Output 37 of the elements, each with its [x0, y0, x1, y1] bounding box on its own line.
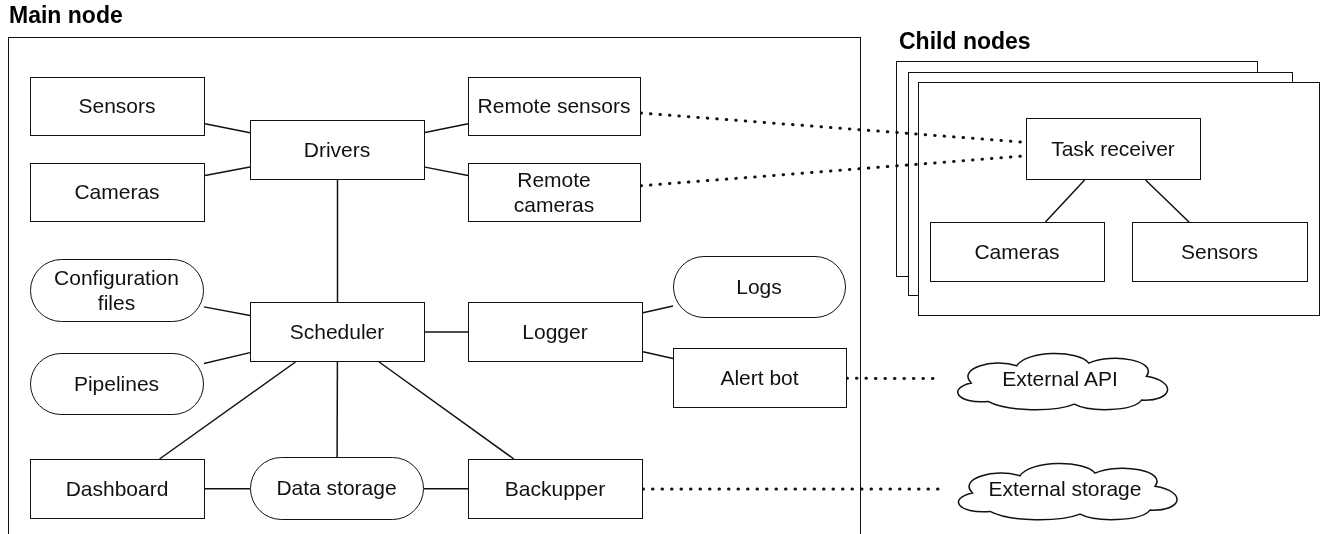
group-heading: Main node	[9, 2, 123, 29]
connector-line	[204, 123, 251, 134]
connector-line	[423, 487, 469, 490]
process-box: Cameras	[29, 162, 205, 222]
connector-line	[336, 361, 339, 458]
connector-line	[424, 166, 469, 177]
process-box: Scheduler	[249, 301, 425, 362]
connector-line	[1144, 179, 1190, 223]
connector-line	[204, 166, 251, 177]
dotted-connector	[641, 487, 942, 491]
process-box: Dashboard	[29, 458, 205, 519]
connector-line	[1044, 179, 1086, 223]
process-box: Sensors	[29, 76, 205, 136]
connector-line	[424, 331, 469, 333]
connector-line	[203, 351, 251, 365]
connector-line	[336, 179, 339, 303]
process-box: Remote cameras	[467, 162, 641, 222]
process-box: Backupper	[467, 458, 643, 519]
process-box: Task receiver	[1025, 117, 1201, 180]
process-box: Cameras	[929, 221, 1105, 282]
process-box: Sensors	[1131, 221, 1308, 282]
connector-line	[642, 305, 674, 314]
connector-line	[642, 350, 674, 360]
process-box: Remote sensors	[467, 76, 641, 136]
rounded-box: Configuration files	[29, 258, 204, 322]
group-heading: Child nodes	[899, 28, 1031, 55]
rounded-box: Logs	[672, 255, 846, 318]
process-box: Alert bot	[672, 347, 847, 408]
process-box: Drivers	[249, 119, 425, 180]
process-box: Logger	[467, 301, 643, 362]
connector-line	[204, 487, 251, 490]
rounded-box: Pipelines	[29, 352, 204, 415]
rounded-box: Data storage	[249, 456, 424, 520]
connector-line	[203, 306, 251, 317]
connector-line	[158, 361, 297, 460]
connector-line	[424, 123, 469, 134]
connector-line	[378, 361, 515, 460]
